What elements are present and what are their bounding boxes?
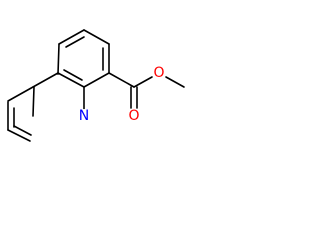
bond-c5-c6 bbox=[58, 29, 85, 45]
bond-n1-c8a bbox=[13, 125, 32, 136]
atom-o-carbonyl-background bbox=[127, 109, 141, 123]
bond-c3-c2-inner bbox=[7, 86, 34, 102]
atom-o-carbonyl-label: O bbox=[128, 108, 139, 124]
atom-n1-background bbox=[77, 109, 91, 123]
bond-ester-o-methyl bbox=[165, 76, 185, 88]
molecule-structure: N O O bbox=[7, 29, 185, 142]
atom-n1-label: N bbox=[79, 108, 89, 124]
bond-c4-c3 bbox=[32, 86, 35, 117]
bond-c5-c6-inner bbox=[65, 36, 85, 48]
bond-c4a-c4 bbox=[32, 72, 59, 88]
atom-o-ester-background bbox=[152, 66, 166, 80]
bond-c8a-c4a-inner bbox=[63, 69, 83, 81]
atom-o-ester-label: O bbox=[153, 65, 164, 81]
bond-c8-carbonyl-carbon bbox=[108, 72, 135, 88]
bond-c8-c8a bbox=[83, 72, 110, 88]
bond-c2-n1 bbox=[7, 129, 31, 142]
bond-carbonyl-c-ester-o bbox=[133, 76, 153, 88]
bond-c4a-c5 bbox=[57, 43, 60, 75]
bond-c6-c7 bbox=[83, 29, 110, 45]
bond-c8a-c4a bbox=[57, 72, 85, 88]
